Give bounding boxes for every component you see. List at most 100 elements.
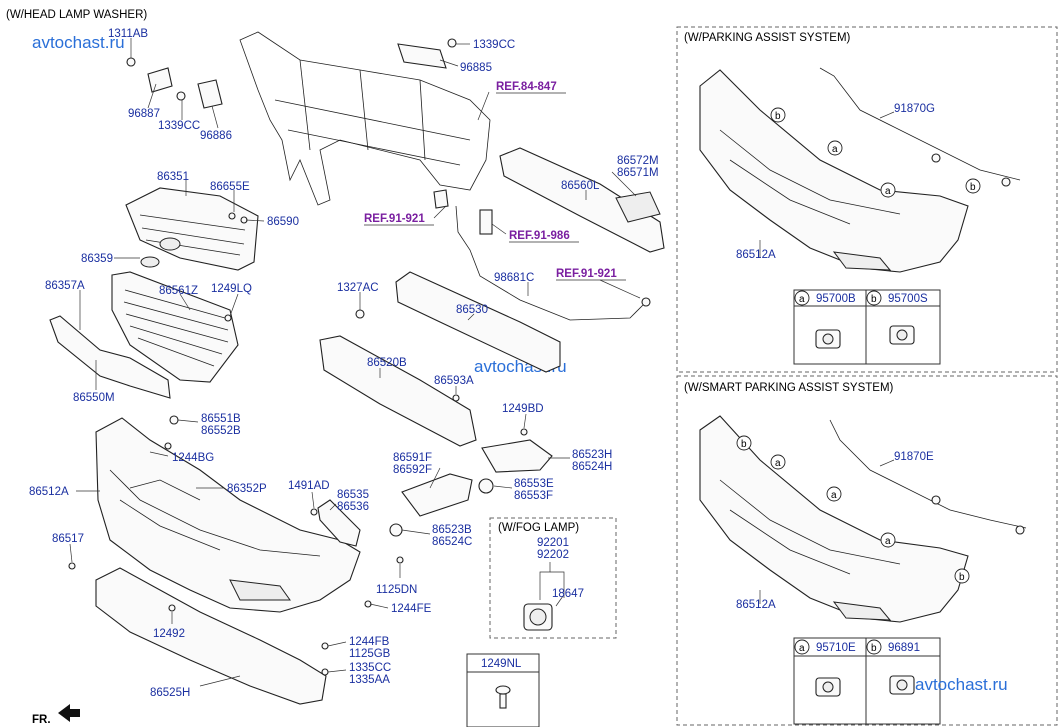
part-98681C[interactable]: 98681C — [494, 272, 534, 284]
part-86592F[interactable]: 86592F — [393, 464, 432, 476]
part-86593A[interactable]: 86593A — [434, 375, 474, 387]
part-96887[interactable]: 96887 — [128, 108, 160, 120]
part-86655E[interactable]: 86655E — [210, 181, 250, 193]
part-1335CC[interactable]: 1335CC — [349, 662, 391, 674]
part-86524H[interactable]: 86524H — [572, 461, 612, 473]
sensor-95700s-drawing — [889, 325, 915, 345]
part-92202[interactable]: 92202 — [537, 549, 569, 561]
svg-text:a: a — [775, 458, 781, 469]
part-86525H[interactable]: 86525H — [150, 687, 190, 699]
part-95700B[interactable]: 95700B — [816, 293, 856, 305]
part-1339CC-b[interactable]: 1339CC — [158, 120, 200, 132]
part-86561Z[interactable]: 86561Z — [159, 285, 198, 297]
part-1249NL[interactable]: 1249NL — [481, 658, 522, 670]
part-91870G[interactable]: 91870G — [894, 103, 935, 115]
part-12492[interactable]: 12492 — [153, 628, 185, 640]
part-1244BG[interactable]: 1244BG — [172, 452, 214, 464]
front-label: FR. — [32, 714, 51, 726]
part-86517[interactable]: 86517 — [52, 533, 84, 545]
part-86520B[interactable]: 86520B — [367, 357, 407, 369]
part-18647[interactable]: 18647 — [552, 588, 584, 600]
grille-upper-drawing — [125, 187, 259, 271]
part-86553F[interactable]: 86553F — [514, 490, 553, 502]
part-92201[interactable]: 92201 — [537, 537, 569, 549]
smart-parking-assist-section-box — [676, 375, 1058, 726]
part-86523B[interactable]: 86523B — [432, 524, 472, 536]
part-95710E[interactable]: 95710E — [816, 642, 856, 654]
part-1311AB[interactable]: 1311AB — [108, 28, 148, 40]
part-86536[interactable]: 86536 — [337, 501, 369, 513]
part-86512A-pas[interactable]: 86512A — [736, 249, 776, 261]
part-1491AD[interactable]: 1491AD — [288, 480, 330, 492]
fog-lamp-section-box — [489, 517, 617, 639]
part-96885[interactable]: 96885 — [460, 62, 492, 74]
bumper-beam-drawing — [319, 147, 665, 447]
part-86590[interactable]: 86590 — [267, 216, 299, 228]
svg-text:a: a — [832, 144, 838, 155]
svg-text:b: b — [959, 572, 965, 583]
part-86351[interactable]: 86351 — [157, 171, 189, 183]
part-91870E[interactable]: 91870E — [894, 451, 934, 463]
part-86572M[interactable]: 86572M — [617, 155, 659, 167]
part-86357A[interactable]: 86357A — [45, 280, 85, 292]
svg-text:a: a — [831, 490, 837, 501]
watermark-top: avtochast.ru — [32, 33, 125, 52]
part-86512A-spas[interactable]: 86512A — [736, 599, 776, 611]
bolt-1249nl-box — [466, 653, 540, 727]
part-86591F[interactable]: 86591F — [393, 452, 432, 464]
radiator-grille-drawing — [111, 271, 239, 383]
fog-lamp-drawing — [523, 562, 565, 631]
svg-text:b: b — [970, 182, 976, 193]
part-1335AA[interactable]: 1335AA — [349, 674, 390, 686]
part-86359[interactable]: 86359 — [81, 253, 113, 265]
svg-text:b: b — [871, 643, 877, 654]
leader-lines — [69, 38, 895, 687]
front-arrow-icon — [58, 704, 80, 722]
ref-91-921-a[interactable]: REF.91-921 — [364, 213, 425, 225]
ref-91-986[interactable]: REF.91-986 — [509, 230, 570, 242]
pas-bumper-drawing — [699, 67, 1021, 273]
part-1249BD[interactable]: 1249BD — [502, 403, 544, 415]
part-86523H[interactable]: 86523H — [572, 449, 612, 461]
part-1244FB[interactable]: 1244FB — [349, 636, 390, 648]
smart-parking-assist-header: (W/SMART PARKING ASSIST SYSTEM) — [684, 382, 894, 394]
part-86560L[interactable]: 86560L — [561, 180, 600, 192]
part-86550M[interactable]: 86550M — [73, 392, 115, 404]
part-86553E[interactable]: 86553E — [514, 478, 554, 490]
svg-text:a: a — [885, 186, 891, 197]
ref-84-847[interactable]: REF.84-847 — [496, 81, 557, 93]
part-95700S[interactable]: 95700S — [888, 293, 928, 305]
part-86524C[interactable]: 86524C — [432, 536, 472, 548]
sensor-96891-drawing — [889, 675, 915, 695]
part-86571M[interactable]: 86571M — [617, 167, 659, 179]
pas-sensor-table — [793, 289, 941, 365]
part-86512A-main[interactable]: 86512A — [29, 486, 69, 498]
part-86530[interactable]: 86530 — [456, 304, 488, 316]
part-96891[interactable]: 96891 — [888, 642, 920, 654]
part-86552B[interactable]: 86552B — [201, 425, 241, 437]
part-86551B[interactable]: 86551B — [201, 413, 241, 425]
fog-lamp-cover-drawing — [389, 428, 553, 537]
part-1327AC[interactable]: 1327AC — [337, 282, 379, 294]
washer-hose-drawing — [433, 189, 651, 321]
svg-text:a: a — [799, 643, 805, 654]
ref-91-921-b[interactable]: REF.91-921 — [556, 268, 617, 280]
lower-lip-drawing — [95, 567, 327, 705]
part-1249LQ[interactable]: 1249LQ — [211, 283, 252, 295]
front-end-carrier-drawing — [239, 31, 491, 206]
watermark-bottom: avtochast.ru — [915, 675, 1008, 694]
parking-assist-section-box — [676, 26, 1058, 373]
spas-bumper-drawing — [699, 415, 1027, 623]
part-1125GB[interactable]: 1125GB — [349, 648, 391, 660]
part-1339CC-a[interactable]: 1339CC — [473, 39, 515, 51]
part-86352P[interactable]: 86352P — [227, 483, 267, 495]
svg-text:b: b — [775, 111, 781, 122]
bolt-1249nl-drawing — [495, 685, 511, 709]
part-1125DN[interactable]: 1125DN — [376, 584, 417, 596]
part-86535[interactable]: 86535 — [337, 489, 369, 501]
svg-text:b: b — [741, 439, 747, 450]
part-1244FE[interactable]: 1244FE — [391, 603, 432, 615]
sensor-95710e-drawing — [815, 677, 841, 697]
svg-text:b: b — [871, 294, 877, 305]
part-96886[interactable]: 96886 — [200, 130, 232, 142]
